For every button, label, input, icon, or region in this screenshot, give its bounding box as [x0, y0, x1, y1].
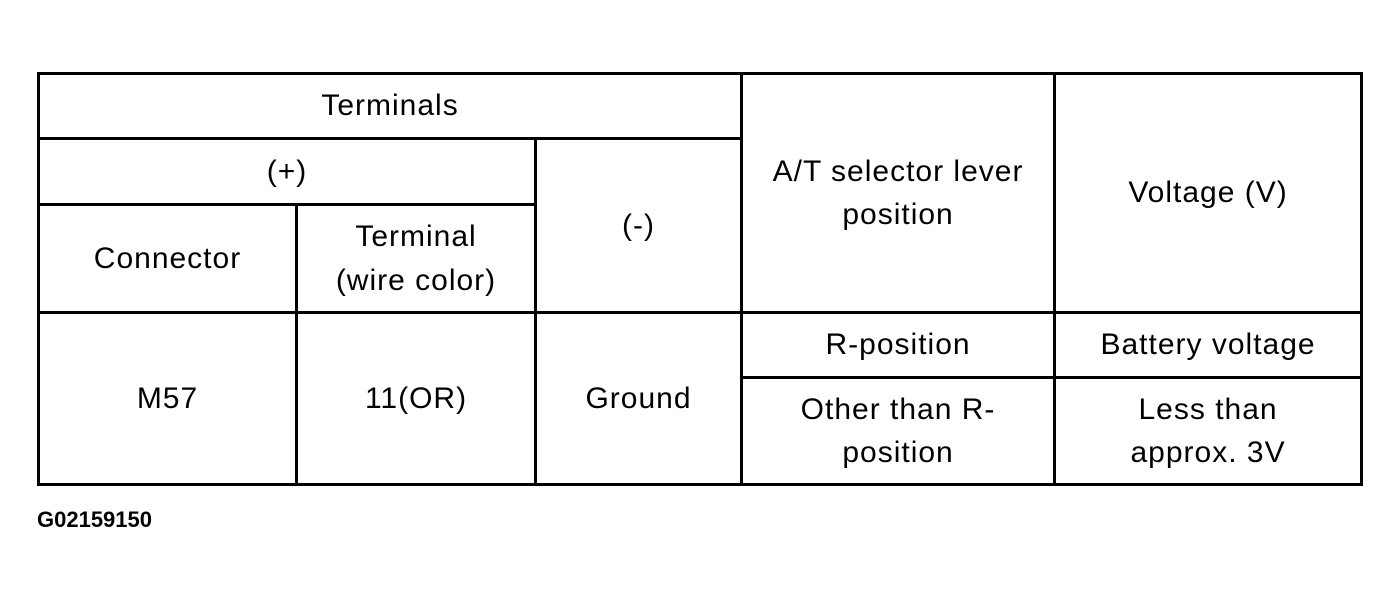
other-than-r-position-cell: Other than R- position — [740, 376, 1057, 486]
figure-code: G02159150 — [37, 507, 152, 532]
selector-lever-position-header-cell: A/T selector lever position — [740, 72, 1057, 314]
plus-header-cell: (+) — [37, 137, 537, 206]
connector-header-cell: Connector — [37, 203, 298, 314]
header-row-connector: Connector Terminal (wire color) — [37, 203, 1362, 314]
terminal-wire-color-header-cell: Terminal (wire color) — [295, 203, 537, 314]
voltage-spec-table: Terminals A/T selector lever position Vo… — [36, 72, 1364, 486]
ground-value-cell: Ground — [533, 311, 744, 486]
minus-header-cell: (-) — [533, 137, 744, 314]
data-row-other-position: Other than R- position Less than approx.… — [39, 376, 1364, 486]
r-position-cell: R-position — [740, 311, 1057, 379]
voltage-header-cell: Voltage (V) — [1053, 72, 1364, 314]
connector-value-cell: M57 — [37, 311, 298, 486]
data-row-r-position: M57 11(OR) Ground R-position Battery vol… — [37, 311, 1364, 486]
battery-voltage-cell: Battery voltage — [1053, 311, 1364, 379]
less-than-3v-cell: Less than approx. 3V — [1053, 376, 1364, 486]
header-row-terminals: Terminals A/T selector lever position Vo… — [36, 72, 1364, 314]
terminal-value-cell: 11(OR) — [295, 311, 537, 486]
terminals-header-cell: Terminals — [36, 72, 744, 140]
header-row-polarity: (+) (-) — [37, 137, 1362, 314]
